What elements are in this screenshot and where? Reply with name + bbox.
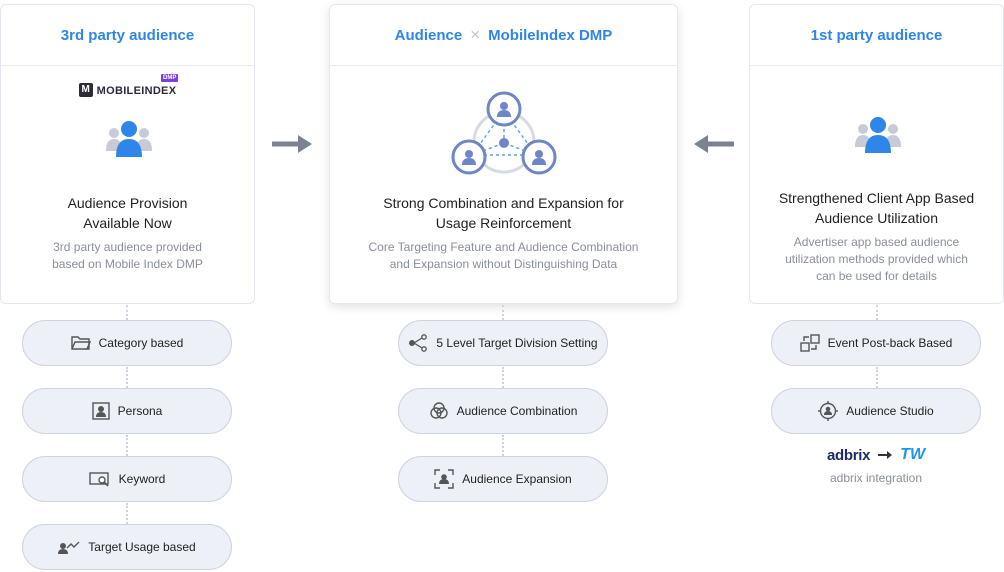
pill-persona[interactable]: Persona	[22, 388, 232, 434]
persona-icon	[91, 402, 110, 420]
pill-audience-expansion[interactable]: Audience Expansion	[398, 456, 608, 502]
pill-label: 5 Level Target Division Setting	[436, 336, 598, 350]
arrow-right-icon	[272, 135, 312, 153]
adbrix-integration-logo: adbrix TW	[776, 446, 976, 464]
connector-dots	[126, 367, 128, 388]
folder-icon	[70, 336, 91, 350]
combination-desc-line1: Core Targeting Feature and Audience Comb…	[368, 240, 639, 254]
first-party-title-line2: Audience Utilization	[815, 210, 938, 226]
tw-logo: TW	[900, 446, 926, 463]
connector-dots	[126, 435, 128, 456]
pill-label: Persona	[117, 404, 163, 418]
first-party-desc-line1: Advertiser app based audience	[793, 235, 960, 249]
combination-desc-line2: and Expansion without Distinguishing Dat…	[389, 257, 618, 271]
mobileindex-logo: M MOBILEINDEX DMP	[1, 74, 254, 99]
pill-label: Audience Combination	[456, 404, 578, 418]
network-combination-icon	[451, 91, 557, 175]
adbrix-integration-caption: adbrix integration	[829, 471, 923, 485]
first-party-card: 1st party audience Strengthened Client A…	[749, 4, 1004, 304]
pill-category-based[interactable]: Category based	[22, 320, 232, 366]
user-trend-icon	[58, 541, 80, 554]
combination-title-line2: Usage Reinforcement	[435, 215, 572, 231]
header-audience: Audience	[394, 26, 463, 44]
pill-label: Target Usage based	[88, 540, 196, 554]
pill-label: Keyword	[118, 472, 166, 486]
arrow-right-icon	[878, 451, 893, 459]
connector-dots	[876, 367, 878, 388]
first-party-title-line1: Strengthened Client App Based	[778, 190, 975, 206]
pill-audience-combination[interactable]: Audience Combination	[398, 388, 608, 434]
pill-event-postback[interactable]: Event Post-back Based	[771, 320, 981, 366]
connector-dots	[502, 305, 504, 320]
mobileindex-logo-mark: M	[78, 83, 93, 97]
dmp-badge: DMP	[161, 74, 179, 82]
adbrix-logo: adbrix	[826, 446, 871, 464]
first-party-desc: Advertiser app based audience utilizatio…	[750, 234, 1003, 285]
connector-dots	[876, 305, 878, 320]
connector-dots	[502, 367, 504, 388]
pill-5-level-target-division[interactable]: 5 Level Target Division Setting	[398, 320, 608, 366]
pill-target-usage-based[interactable]: Target Usage based	[22, 524, 232, 570]
combination-title-line1: Strong Combination and Expansion for	[383, 195, 624, 211]
first-party-title: Strengthened Client App Based Audience U…	[750, 188, 1003, 228]
pill-label: Audience Studio	[846, 404, 934, 418]
third-party-desc-line1: 3rd party audience provided	[53, 240, 202, 254]
header-mobileindex-dmp: MobileIndex DMP	[488, 26, 613, 44]
combination-header: Audience × MobileIndex DMP	[330, 5, 677, 66]
first-party-desc-line3: can be used for details	[816, 269, 937, 283]
audience-group-icon	[106, 121, 152, 157]
expand-user-icon	[434, 469, 454, 489]
mobileindex-logo-text: MOBILEINDEX	[96, 85, 177, 97]
pill-label: Category based	[98, 336, 184, 350]
combination-desc: Core Targeting Feature and Audience Comb…	[330, 239, 677, 273]
keyword-search-icon	[88, 472, 109, 487]
third-party-header: 3rd party audience	[1, 5, 254, 66]
third-party-title-line1: Audience Provision	[67, 195, 188, 211]
venn-icon	[429, 402, 448, 419]
third-party-title: Audience Provision Available Now	[1, 193, 254, 233]
arrow-left-icon	[694, 135, 734, 153]
pill-label: Event Post-back Based	[827, 336, 953, 350]
pill-label: Audience Expansion	[462, 472, 572, 486]
connector-dots	[126, 503, 128, 524]
first-party-header: 1st party audience	[750, 5, 1003, 66]
target-user-icon	[818, 401, 839, 421]
pill-keyword[interactable]: Keyword	[22, 456, 232, 502]
third-party-desc-line2: based on Mobile Index DMP	[52, 257, 203, 271]
third-party-title-line2: Available Now	[83, 215, 172, 231]
audience-group-icon	[855, 117, 901, 153]
postback-icon	[799, 334, 820, 352]
combination-title: Strong Combination and Expansion for Usa…	[330, 193, 677, 233]
third-party-desc: 3rd party audience provided based on Mob…	[1, 239, 254, 273]
combination-card: Audience × MobileIndex DMP Strong Combin…	[329, 4, 678, 304]
branch-icon	[409, 334, 428, 352]
times-icon: ×	[470, 25, 481, 44]
third-party-card: 3rd party audience M MOBILEINDEX DMP Aud…	[0, 4, 255, 304]
connector-dots	[502, 435, 504, 456]
connector-dots	[126, 305, 128, 320]
first-party-desc-line2: utilization methods provided which	[785, 252, 968, 266]
pill-audience-studio[interactable]: Audience Studio	[771, 388, 981, 434]
